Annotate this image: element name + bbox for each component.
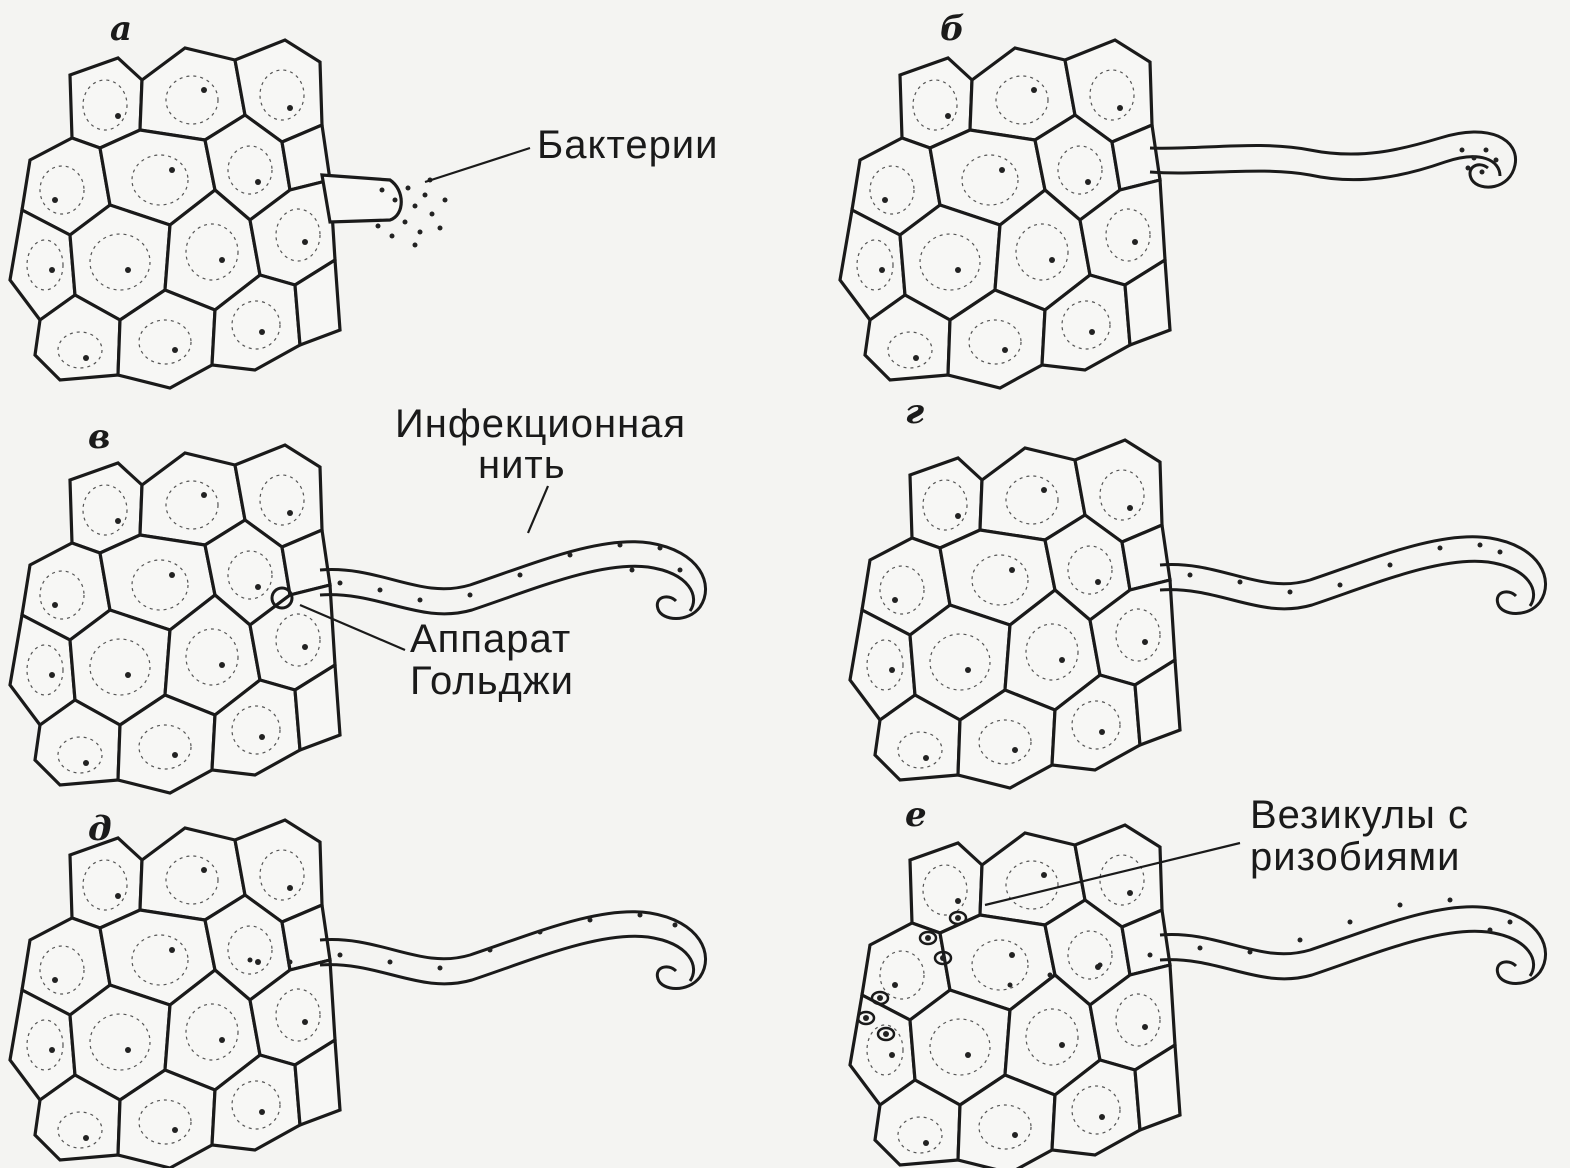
panel-letter: г: [905, 392, 924, 432]
infection-thread-leader-line: [528, 486, 548, 533]
panel-letter: б: [940, 9, 965, 49]
infection-thread: [320, 912, 706, 989]
panel-d: д: [10, 809, 706, 1168]
panel-letter: а: [110, 9, 132, 49]
panel-letter: в: [88, 417, 110, 457]
panel-g: г: [850, 392, 1546, 788]
label-vesicles-1: Везикулы с: [1250, 793, 1469, 837]
root-hair: [322, 175, 401, 222]
panel-v: в Инфекционная нить Аппарат Гольджи: [10, 402, 706, 793]
infection-thread: [320, 542, 706, 619]
label-infection-thread-1: Инфекционная: [395, 402, 686, 446]
infection-thread: [1160, 907, 1546, 984]
bacteria-leader-line: [425, 148, 530, 182]
panel-e: е Везикулы с ризобиями: [850, 793, 1546, 1168]
panel-letter: е: [905, 795, 927, 835]
panel-a: а Бактерии: [10, 9, 719, 388]
label-golgi-1: Аппарат: [410, 617, 571, 661]
label-vesicles-2: ризобиями: [1250, 835, 1460, 879]
label-golgi-2: Гольджи: [410, 659, 574, 703]
label-bacteria: Бактерии: [537, 123, 719, 167]
infection-thread: [1160, 537, 1546, 614]
panel-b: б: [840, 9, 1516, 388]
label-infection-thread-2: нить: [478, 443, 566, 487]
